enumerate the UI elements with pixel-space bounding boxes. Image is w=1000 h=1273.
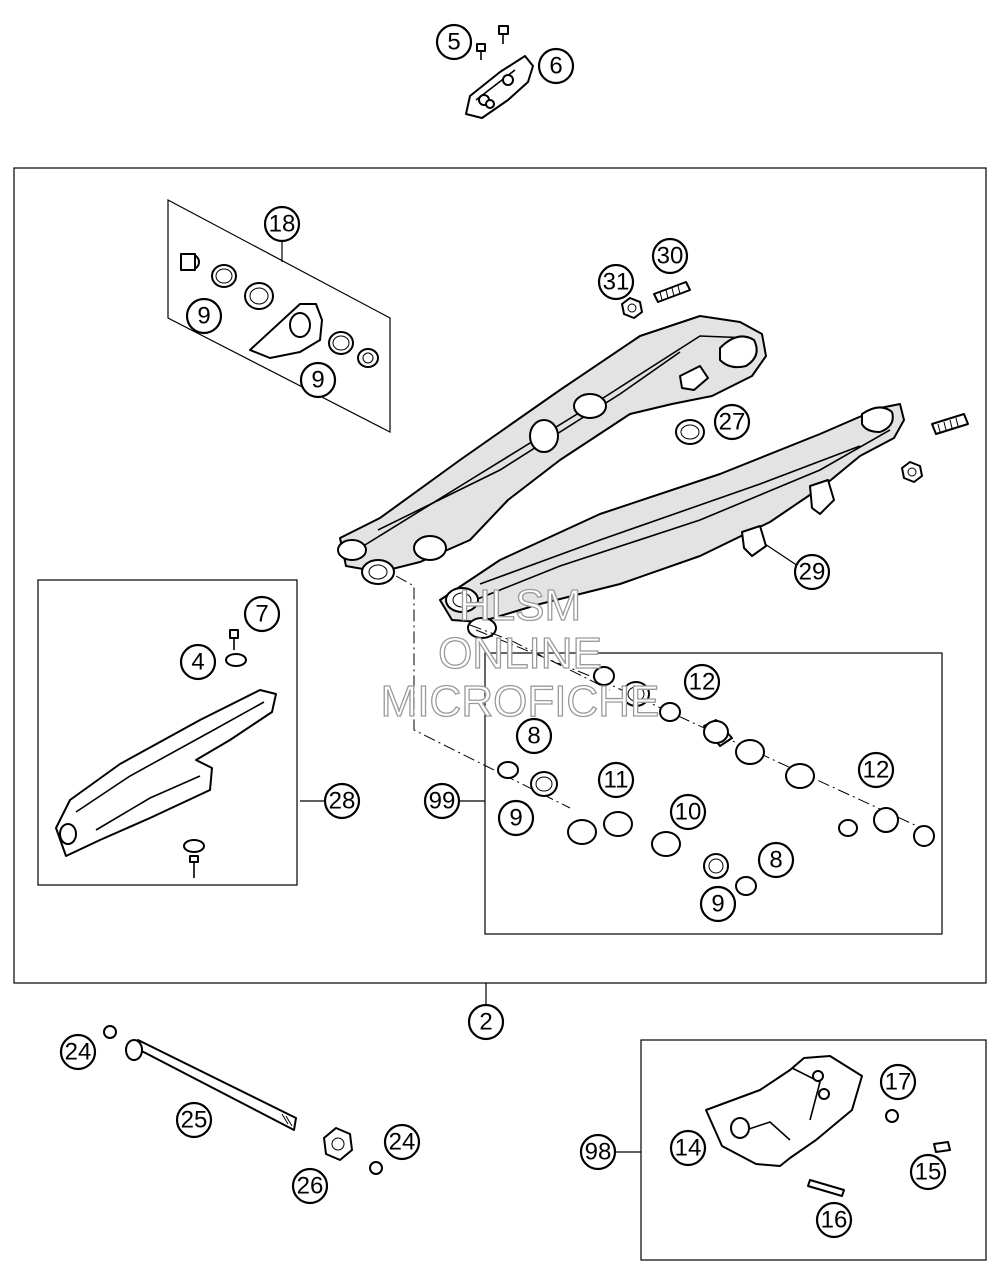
callout-99: 99 <box>423 782 461 820</box>
svg-text:9: 9 <box>711 891 724 918</box>
svg-text:4: 4 <box>191 649 204 676</box>
chain-guide-frame <box>640 1039 987 1261</box>
chain-slider-parts <box>55 629 277 878</box>
callout-28: 28 <box>323 782 361 820</box>
pivot-bearing-parts <box>497 666 935 896</box>
svg-text:27: 27 <box>719 409 746 436</box>
chain-guide-parts <box>705 1055 951 1197</box>
callout-9-upper: 9 <box>185 297 223 335</box>
watermark-line-1: HLSM <box>459 581 581 630</box>
bearing-kit-frame <box>167 199 391 433</box>
svg-text:9: 9 <box>197 303 210 330</box>
svg-text:8: 8 <box>769 847 782 874</box>
svg-text:29: 29 <box>799 559 826 586</box>
callout-9-lower: 9 <box>299 361 337 399</box>
svg-text:26: 26 <box>297 1173 324 1200</box>
callout-30: 30 <box>651 237 689 275</box>
callout-24-right: 24 <box>383 1123 421 1161</box>
svg-text:24: 24 <box>389 1129 416 1156</box>
svg-text:18: 18 <box>269 211 296 238</box>
svg-text:98: 98 <box>585 1139 612 1166</box>
callout-8-lower: 8 <box>757 841 795 879</box>
callout-29: 29 <box>793 553 831 591</box>
svg-text:9: 9 <box>311 367 324 394</box>
svg-text:2: 2 <box>479 1009 492 1036</box>
callout-27: 27 <box>713 403 751 441</box>
callout-18: 18 <box>263 205 301 243</box>
callout-15: 15 <box>909 1153 947 1191</box>
svg-text:10: 10 <box>675 799 702 826</box>
callout-16: 16 <box>815 1201 853 1239</box>
pivot-bearing-frame <box>484 652 943 935</box>
svg-text:5: 5 <box>447 29 460 56</box>
callout-12-lower: 12 <box>857 751 895 789</box>
protector-bracket-part <box>465 55 534 119</box>
swingarm-part <box>337 315 905 639</box>
watermark-line-3: MICROFICHE <box>381 677 660 726</box>
callout-17: 17 <box>879 1063 917 1101</box>
callout-7: 7 <box>243 595 281 633</box>
swingarm-assembly-frame <box>13 167 987 984</box>
plug-27-part <box>675 419 705 445</box>
callout-98: 98 <box>579 1133 617 1171</box>
chain-adjuster-parts <box>621 281 691 319</box>
pivot-shaft-parts <box>103 1025 383 1175</box>
svg-text:11: 11 <box>604 767 629 794</box>
svg-text:25: 25 <box>181 1107 208 1134</box>
svg-text:7: 7 <box>255 601 268 628</box>
callout-8-upper: 8 <box>515 717 553 755</box>
svg-text:15: 15 <box>915 1159 942 1186</box>
svg-text:31: 31 <box>603 269 630 296</box>
svg-text:28: 28 <box>329 788 356 815</box>
callout-24-left: 24 <box>59 1033 97 1071</box>
watermark: HLSM ONLINE MICROFICHE <box>380 580 660 726</box>
svg-text:12: 12 <box>689 669 716 696</box>
svg-text:9: 9 <box>509 805 522 832</box>
callout-9-pivot-left: 9 <box>497 799 535 837</box>
svg-text:16: 16 <box>821 1207 848 1234</box>
svg-text:12: 12 <box>863 757 890 784</box>
svg-text:99: 99 <box>429 788 456 815</box>
callout-2: 2 <box>467 1003 505 1041</box>
svg-text:24: 24 <box>65 1039 92 1066</box>
watermark-line-2: ONLINE <box>438 629 602 678</box>
callout-5: 5 <box>435 23 473 61</box>
callout-14: 14 <box>669 1129 707 1167</box>
callout-10: 10 <box>669 793 707 831</box>
screw-5-part <box>476 25 509 60</box>
callout-12-upper: 12 <box>683 663 721 701</box>
callout-25: 25 <box>175 1101 213 1139</box>
right-adjuster-parts <box>901 413 969 483</box>
callout-26: 26 <box>291 1167 329 1205</box>
chain-slider-frame <box>37 579 298 886</box>
svg-text:8: 8 <box>527 723 540 750</box>
callout-31: 31 <box>597 263 635 301</box>
callout-6: 6 <box>537 47 575 85</box>
bearing-kit-parts <box>180 253 379 368</box>
callout-9-pivot-right: 9 <box>699 885 737 923</box>
callout-4: 4 <box>179 643 217 681</box>
svg-text:17: 17 <box>885 1069 912 1096</box>
svg-text:30: 30 <box>657 243 684 270</box>
svg-text:6: 6 <box>549 53 562 80</box>
svg-text:14: 14 <box>675 1135 702 1162</box>
callout-11: 11 <box>597 761 635 799</box>
